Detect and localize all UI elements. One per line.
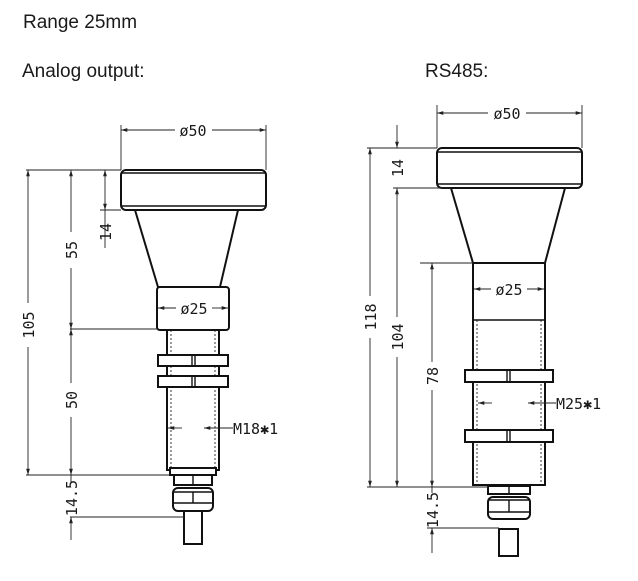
analog-dim-total-height: 105 <box>20 311 38 338</box>
analog-nut-2 <box>157 375 229 388</box>
analog-cone <box>133 209 240 288</box>
analog-cap <box>120 169 267 211</box>
analog-dim-cap-height: 14 <box>97 223 115 241</box>
rs485-dim-top-diameter: ø50 <box>493 105 520 123</box>
analog-thread-body <box>166 329 220 471</box>
analog-dim-thread-spec: M18✱1 <box>233 420 278 438</box>
rs485-cone <box>449 187 567 264</box>
rs485-cap <box>436 147 583 189</box>
rs485-dim-thread-spec: M25✱1 <box>556 395 601 413</box>
rs485-dim-total-height: 118 <box>362 303 380 330</box>
rs485-dim-connector-length: 14.5 <box>424 492 442 528</box>
rs485-nut-2 <box>464 429 554 443</box>
analog-nut-1 <box>157 354 229 367</box>
range-title: Range 25mm <box>23 12 138 33</box>
rs485-dim-thread-length: 78 <box>424 367 442 385</box>
rs485-sensor-drawing: ø50 ø25 14 118 104 78 M25✱1 14.5 <box>362 105 601 557</box>
analog-dim-upper-height: 55 <box>63 241 81 259</box>
analog-dim-connector-length: 14.5 <box>63 480 81 516</box>
analog-dim-top-diameter: ø50 <box>179 122 206 140</box>
analog-dim-neck-diameter: ø25 <box>180 300 207 318</box>
rs485-label: RS485: <box>425 61 489 82</box>
analog-connector-base <box>169 467 217 476</box>
rs485-cable <box>498 528 519 557</box>
analog-dim-thread-length: 50 <box>63 391 81 409</box>
analog-output-label: Analog output: <box>22 61 145 82</box>
analog-cable <box>183 510 203 545</box>
analog-sensor-drawing: ø50 ø25 14 55 105 50 M18✱1 14 <box>20 122 278 545</box>
rs485-dim-neck-diameter: ø25 <box>495 281 522 299</box>
rs485-dim-cap-height: 14 <box>389 159 407 177</box>
rs485-dim-body-height: 104 <box>389 323 407 350</box>
rs485-nut-1 <box>464 369 554 383</box>
